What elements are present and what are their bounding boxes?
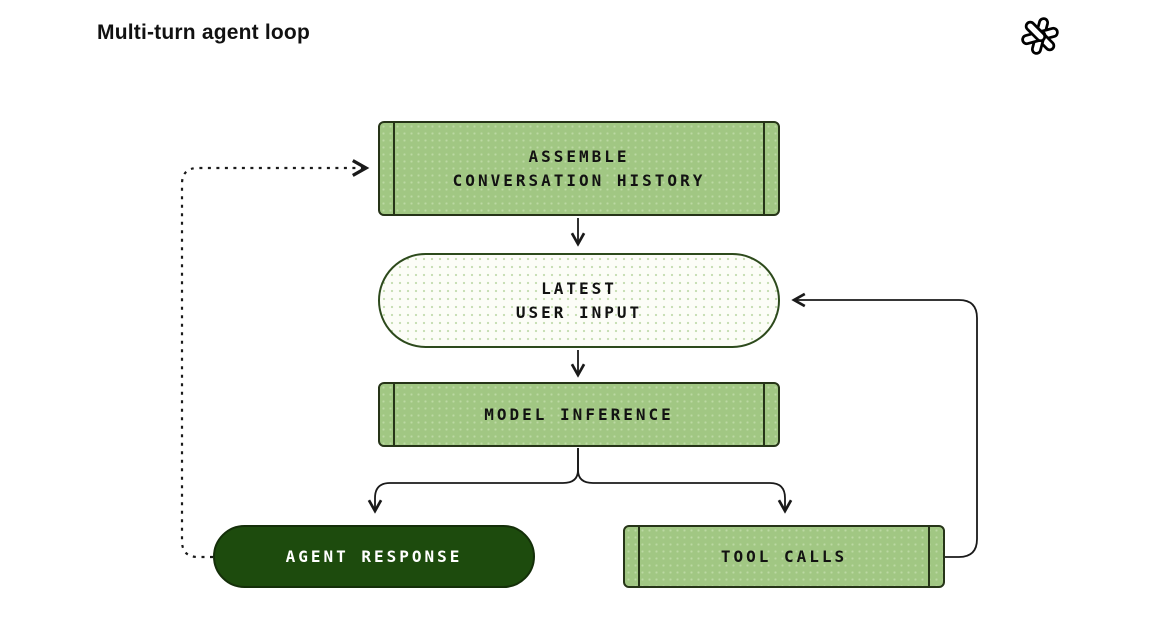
node-tool-calls: TOOL CALLS <box>623 525 945 588</box>
subroutine-rule-right <box>928 527 930 586</box>
subroutine-rule-right <box>763 384 765 445</box>
node-model-inference: MODEL INFERENCE <box>378 382 780 447</box>
subroutine-rule-left <box>393 384 395 445</box>
edge-model-to-agent-response <box>375 448 579 511</box>
node-label-line: MODEL INFERENCE <box>484 404 674 424</box>
node-label: MODEL INFERENCE <box>484 403 674 426</box>
node-assemble-conversation-history: ASSEMBLE CONVERSATION HISTORY <box>378 121 780 216</box>
node-label-line: ASSEMBLE <box>528 147 630 167</box>
node-latest-user-input: LATEST USER INPUT <box>378 253 780 348</box>
node-label: ASSEMBLE CONVERSATION HISTORY <box>453 145 706 191</box>
node-label: AGENT RESPONSE <box>286 545 463 568</box>
edge-tool-calls-to-latest <box>794 300 978 558</box>
node-label-line: CONVERSATION HISTORY <box>452 170 706 190</box>
node-label-line: USER INPUT <box>515 302 643 322</box>
subroutine-rule-left <box>393 123 395 214</box>
subroutine-rule-left <box>638 527 640 586</box>
page-title: Multi-turn agent loop <box>97 21 310 44</box>
node-agent-response: AGENT RESPONSE <box>213 525 535 588</box>
subroutine-rule-right <box>763 123 765 214</box>
node-label-line: LATEST <box>541 279 617 299</box>
node-label: TOOL CALLS <box>721 545 847 568</box>
openai-logo-icon <box>1021 17 1059 55</box>
edge-agent-response-to-assemble-dashed <box>180 168 366 559</box>
node-label-line: AGENT RESPONSE <box>285 546 463 566</box>
node-label: LATEST USER INPUT <box>516 277 642 323</box>
edge-model-to-tool-calls <box>577 448 785 511</box>
node-label-line: TOOL CALLS <box>720 546 848 566</box>
